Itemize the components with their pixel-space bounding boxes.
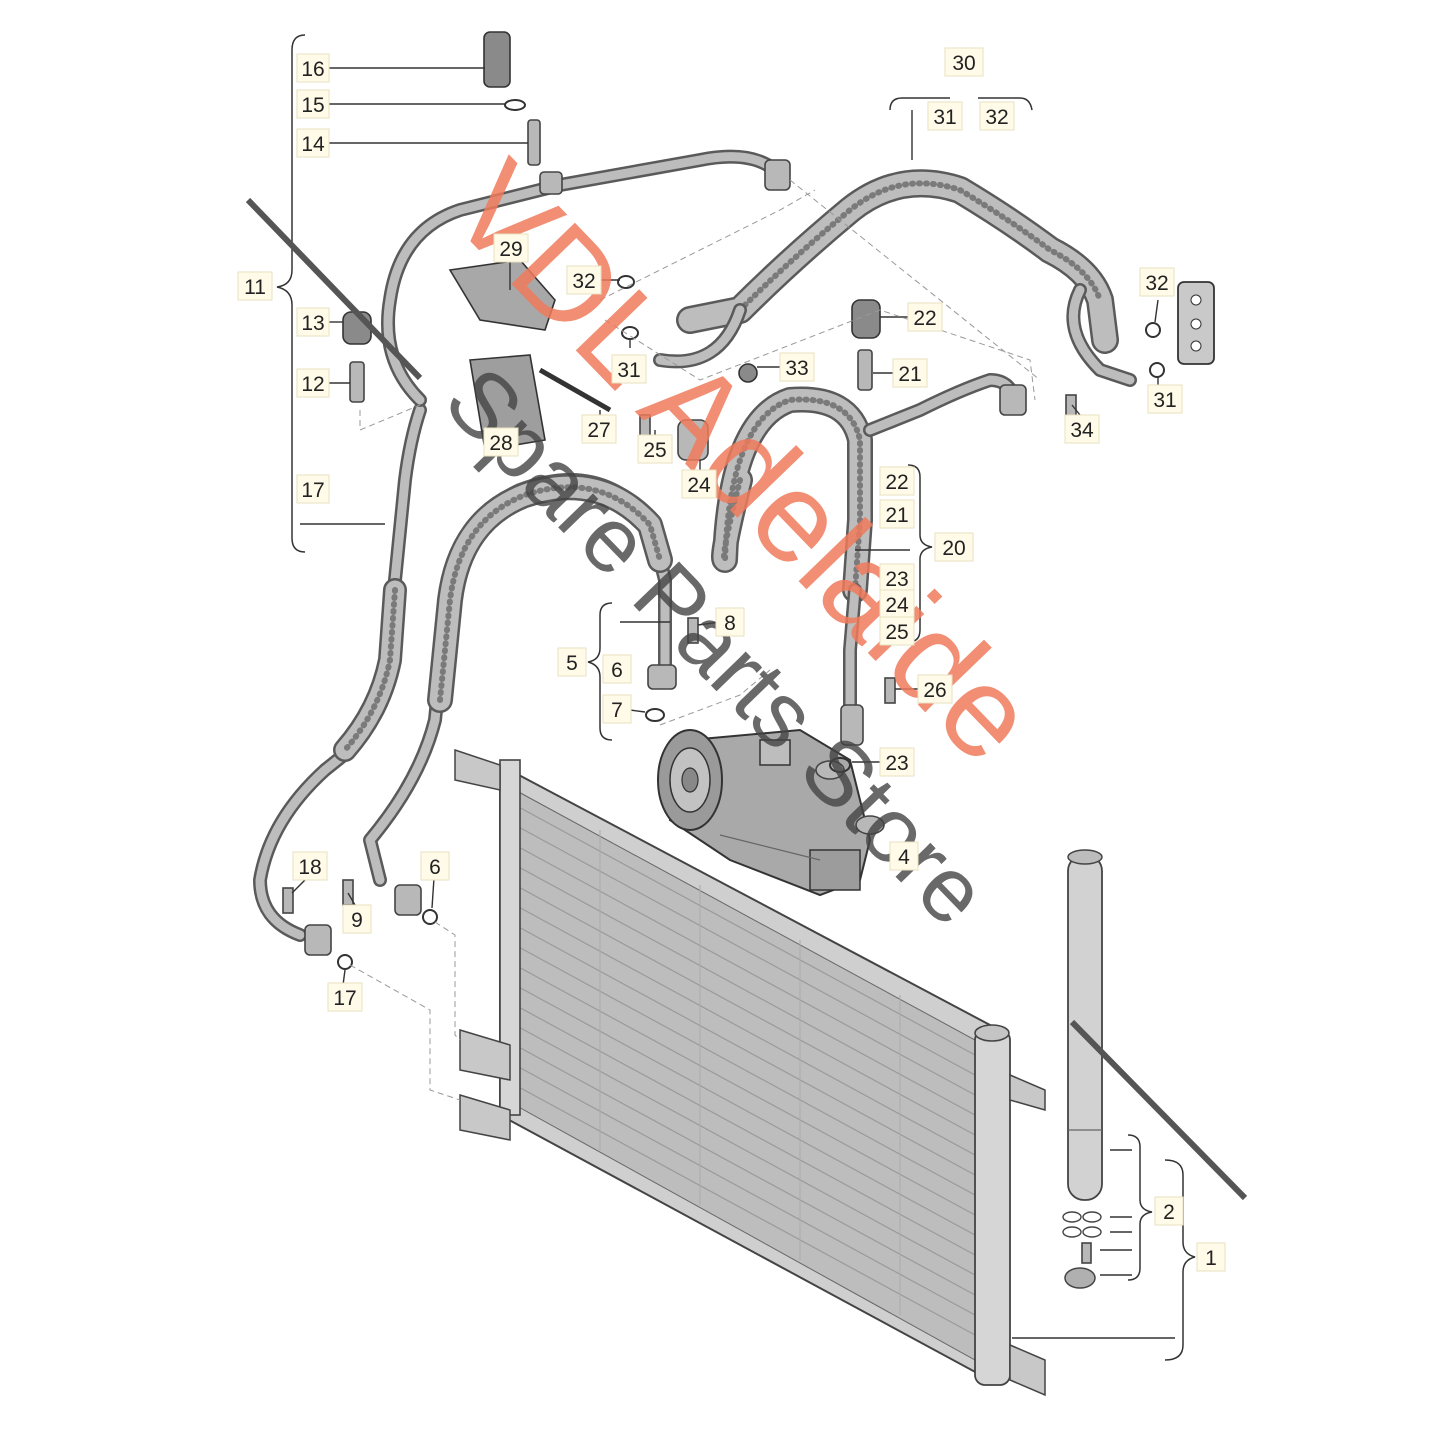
svg-text:25: 25 [643, 439, 666, 462]
svg-text:17: 17 [301, 479, 324, 502]
callout-30: 30 [944, 47, 984, 77]
svg-text:25: 25 [885, 621, 908, 644]
svg-text:20: 20 [942, 537, 965, 560]
svg-text:21: 21 [885, 504, 908, 527]
callout-8: 8 [715, 607, 745, 637]
callout-25-group: 25 [879, 616, 915, 646]
callout-17-top: 17 [296, 474, 330, 504]
small-parts [282, 31, 1215, 970]
svg-text:32: 32 [572, 270, 595, 293]
callout-29: 29 [493, 233, 529, 263]
svg-text:24: 24 [885, 594, 909, 617]
compressor [657, 728, 885, 897]
callout-32-mid: 32 [566, 265, 602, 295]
svg-text:34: 34 [1070, 419, 1094, 442]
callout-23: 23 [879, 747, 915, 777]
svg-text:22: 22 [885, 471, 908, 494]
svg-text:32: 32 [1145, 272, 1168, 295]
callout-26: 26 [917, 674, 953, 704]
callout-34: 34 [1064, 414, 1100, 444]
svg-text:6: 6 [429, 856, 441, 879]
svg-text:24: 24 [687, 474, 711, 497]
svg-text:23: 23 [885, 568, 908, 591]
svg-text:22: 22 [913, 307, 936, 330]
callout-1: 1 [1196, 1242, 1226, 1272]
callout-31-mid: 31 [611, 354, 647, 384]
callout-31-top: 31 [927, 101, 963, 131]
svg-text:5: 5 [566, 652, 578, 675]
svg-text:2: 2 [1163, 1201, 1175, 1224]
svg-text:23: 23 [885, 752, 908, 775]
svg-text:1: 1 [1205, 1247, 1217, 1270]
callout-24-left: 24 [681, 469, 717, 499]
hoses [253, 149, 1137, 942]
callout-16: 16 [296, 53, 330, 83]
svg-text:13: 13 [301, 312, 324, 335]
svg-text:18: 18 [298, 856, 321, 879]
svg-text:32: 32 [985, 106, 1008, 129]
callouts: 16 15 14 11 13 12 17 29 32 31 28 27 25 2… [237, 47, 1226, 1272]
svg-text:11: 11 [244, 276, 266, 299]
receiver-drier [1062, 849, 1103, 1289]
svg-text:7: 7 [611, 699, 623, 722]
callout-20: 20 [934, 532, 974, 562]
svg-text:21: 21 [898, 363, 921, 386]
svg-text:12: 12 [301, 373, 324, 396]
callout-33: 33 [779, 352, 815, 382]
svg-text:27: 27 [587, 419, 610, 442]
svg-text:31: 31 [933, 106, 956, 129]
svg-text:6: 6 [611, 659, 623, 682]
callout-15: 15 [296, 89, 330, 119]
svg-text:4: 4 [898, 846, 910, 869]
callout-32-top: 32 [979, 101, 1015, 131]
callout-21-top: 21 [892, 358, 928, 388]
callout-17-bottom: 17 [327, 982, 363, 1012]
svg-text:16: 16 [301, 58, 324, 81]
svg-text:26: 26 [923, 679, 946, 702]
svg-text:28: 28 [489, 432, 512, 455]
callout-6-mid: 6 [602, 654, 632, 684]
svg-text:15: 15 [301, 94, 324, 117]
leader-lines [291, 67, 1175, 1339]
svg-text:31: 31 [617, 359, 640, 382]
callout-22-group: 22 [879, 466, 915, 496]
callout-6-bottom: 6 [420, 851, 450, 881]
condenser [454, 748, 1046, 1397]
callout-25-left: 25 [637, 434, 673, 464]
callout-11: 11 [237, 271, 273, 301]
braces [276, 34, 1196, 1361]
watermark-stroke-bottom [1069, 1019, 1248, 1201]
svg-text:33: 33 [785, 357, 808, 380]
callout-13: 13 [296, 307, 330, 337]
callout-27: 27 [581, 414, 617, 444]
callout-4: 4 [889, 841, 919, 871]
callout-14: 14 [296, 128, 330, 158]
svg-text:29: 29 [499, 238, 522, 261]
callout-28: 28 [483, 427, 519, 457]
watermark-stroke-top [245, 197, 423, 381]
callout-32-right: 32 [1139, 267, 1175, 297]
svg-text:17: 17 [333, 987, 356, 1010]
callout-7: 7 [602, 694, 632, 724]
callout-22-top: 22 [907, 302, 943, 332]
svg-text:9: 9 [351, 909, 363, 932]
svg-text:30: 30 [952, 52, 975, 75]
callout-31-right: 31 [1147, 384, 1183, 414]
svg-text:8: 8 [724, 612, 736, 635]
callout-2: 2 [1154, 1196, 1184, 1226]
callout-18: 18 [292, 851, 328, 881]
callout-24-group: 24 [879, 589, 915, 619]
callout-12: 12 [296, 368, 330, 398]
callout-5: 5 [557, 647, 587, 677]
svg-text:31: 31 [1153, 389, 1176, 412]
callout-21-group: 21 [879, 499, 915, 529]
svg-text:14: 14 [301, 133, 325, 156]
callout-23-group: 23 [879, 563, 915, 593]
callout-9: 9 [342, 904, 372, 934]
